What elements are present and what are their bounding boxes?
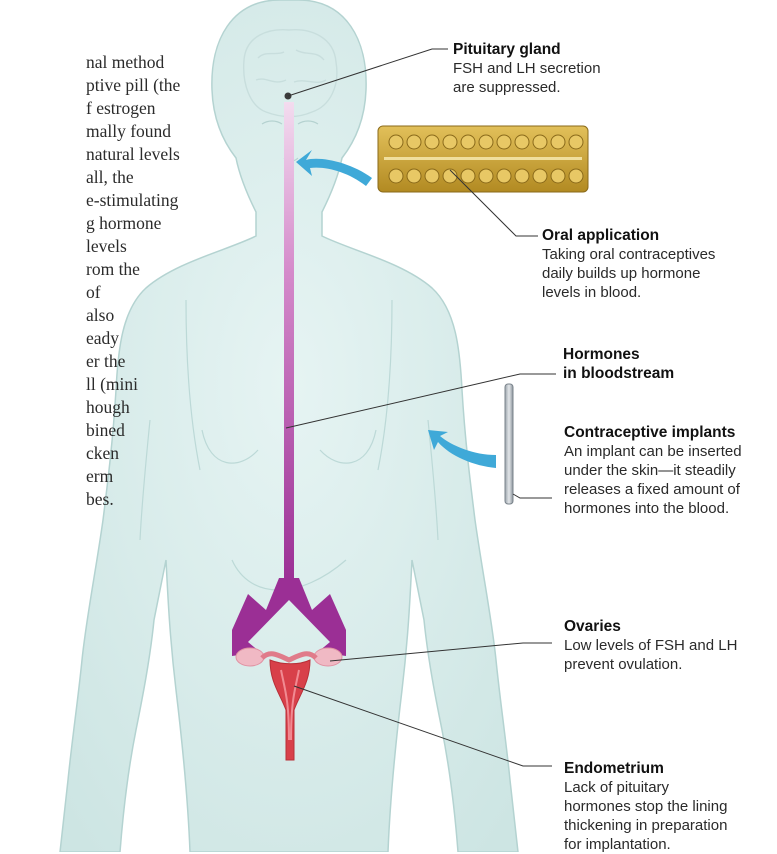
label-line: hormones into the blood. — [564, 499, 742, 518]
label-description: Taking oral contraceptives daily builds … — [542, 245, 715, 302]
label-line: for implantation. — [564, 835, 727, 854]
label-line: Taking oral contraceptives — [542, 245, 715, 264]
body-line: bined — [86, 420, 125, 441]
pill — [533, 169, 547, 183]
pill — [515, 135, 529, 149]
body-line: e-stimulating — [86, 190, 178, 211]
body-line: of — [86, 282, 101, 303]
label-line: under the skin—it steadily — [564, 461, 742, 480]
label-endometrium: Endometrium Lack of pituitary hormones s… — [564, 759, 727, 854]
pill — [497, 135, 511, 149]
pill — [479, 135, 493, 149]
implant-rod — [505, 384, 513, 504]
body-line: natural levels — [86, 144, 180, 165]
pill — [407, 169, 421, 183]
label-ovaries: Ovaries Low levels of FSH and LH prevent… — [564, 617, 737, 674]
body-line: ptive pill (the — [86, 75, 180, 96]
label-title: Endometrium — [564, 759, 727, 778]
pill — [389, 135, 403, 149]
body-line: er the — [86, 351, 125, 372]
pill — [551, 135, 565, 149]
label-line: Lack of pituitary — [564, 778, 727, 797]
label-description: Low levels of FSH and LH prevent ovulati… — [564, 636, 737, 674]
pill — [461, 169, 475, 183]
label-line: are suppressed. — [453, 78, 601, 97]
body-line: ll (mini — [86, 374, 138, 395]
body-line: nal method — [86, 52, 164, 73]
label-hormones-in-bloodstream: Hormones in bloodstream — [563, 345, 674, 383]
body-line: cken — [86, 443, 119, 464]
pill — [479, 169, 493, 183]
label-line: daily builds up hormone — [542, 264, 715, 283]
body-line: erm — [86, 466, 113, 487]
body-line: eady — [86, 328, 119, 349]
body-line: mally found — [86, 121, 171, 142]
label-title-line: Hormones — [563, 345, 674, 364]
label-contraceptive-implants: Contraceptive implants An implant can be… — [564, 423, 742, 518]
label-description: FSH and LH secretion are suppressed. — [453, 59, 601, 97]
label-line: An implant can be inserted — [564, 442, 742, 461]
label-description: An implant can be inserted under the ski… — [564, 442, 742, 518]
pill — [533, 135, 547, 149]
body-line: g hormone — [86, 213, 161, 234]
label-line: prevent ovulation. — [564, 655, 737, 674]
label-line: thickening in preparation — [564, 816, 727, 835]
label-title: Pituitary gland — [453, 40, 601, 59]
pill — [551, 169, 565, 183]
label-description: Lack of pituitary hormones stop the lini… — [564, 778, 727, 854]
pill — [389, 169, 403, 183]
body-line: hough — [86, 397, 130, 418]
label-line: levels in blood. — [542, 283, 715, 302]
pill — [569, 135, 583, 149]
label-pituitary-gland: Pituitary gland FSH and LH secretion are… — [453, 40, 601, 97]
body-line: rom the — [86, 259, 140, 280]
label-line: releases a fixed amount of — [564, 480, 742, 499]
label-line: hormones stop the lining — [564, 797, 727, 816]
pill — [425, 135, 439, 149]
label-line: Low levels of FSH and LH — [564, 636, 737, 655]
body-line: levels — [86, 236, 127, 257]
pill — [407, 135, 421, 149]
label-oral-application: Oral application Taking oral contracepti… — [542, 226, 715, 302]
pill — [443, 169, 457, 183]
body-line: f estrogen — [86, 98, 156, 119]
pill — [497, 169, 511, 183]
pill — [461, 135, 475, 149]
label-title: Contraceptive implants — [564, 423, 742, 442]
body-line: bes. — [86, 489, 114, 510]
pill — [425, 169, 439, 183]
label-title: Oral application — [542, 226, 715, 245]
label-line: FSH and LH secretion — [453, 59, 601, 78]
body-line: also — [86, 305, 114, 326]
pill — [569, 169, 583, 183]
label-title: Ovaries — [564, 617, 737, 636]
body-line: all, the — [86, 167, 134, 188]
pill — [515, 169, 529, 183]
label-title-line: in bloodstream — [563, 364, 674, 383]
pill — [443, 135, 457, 149]
